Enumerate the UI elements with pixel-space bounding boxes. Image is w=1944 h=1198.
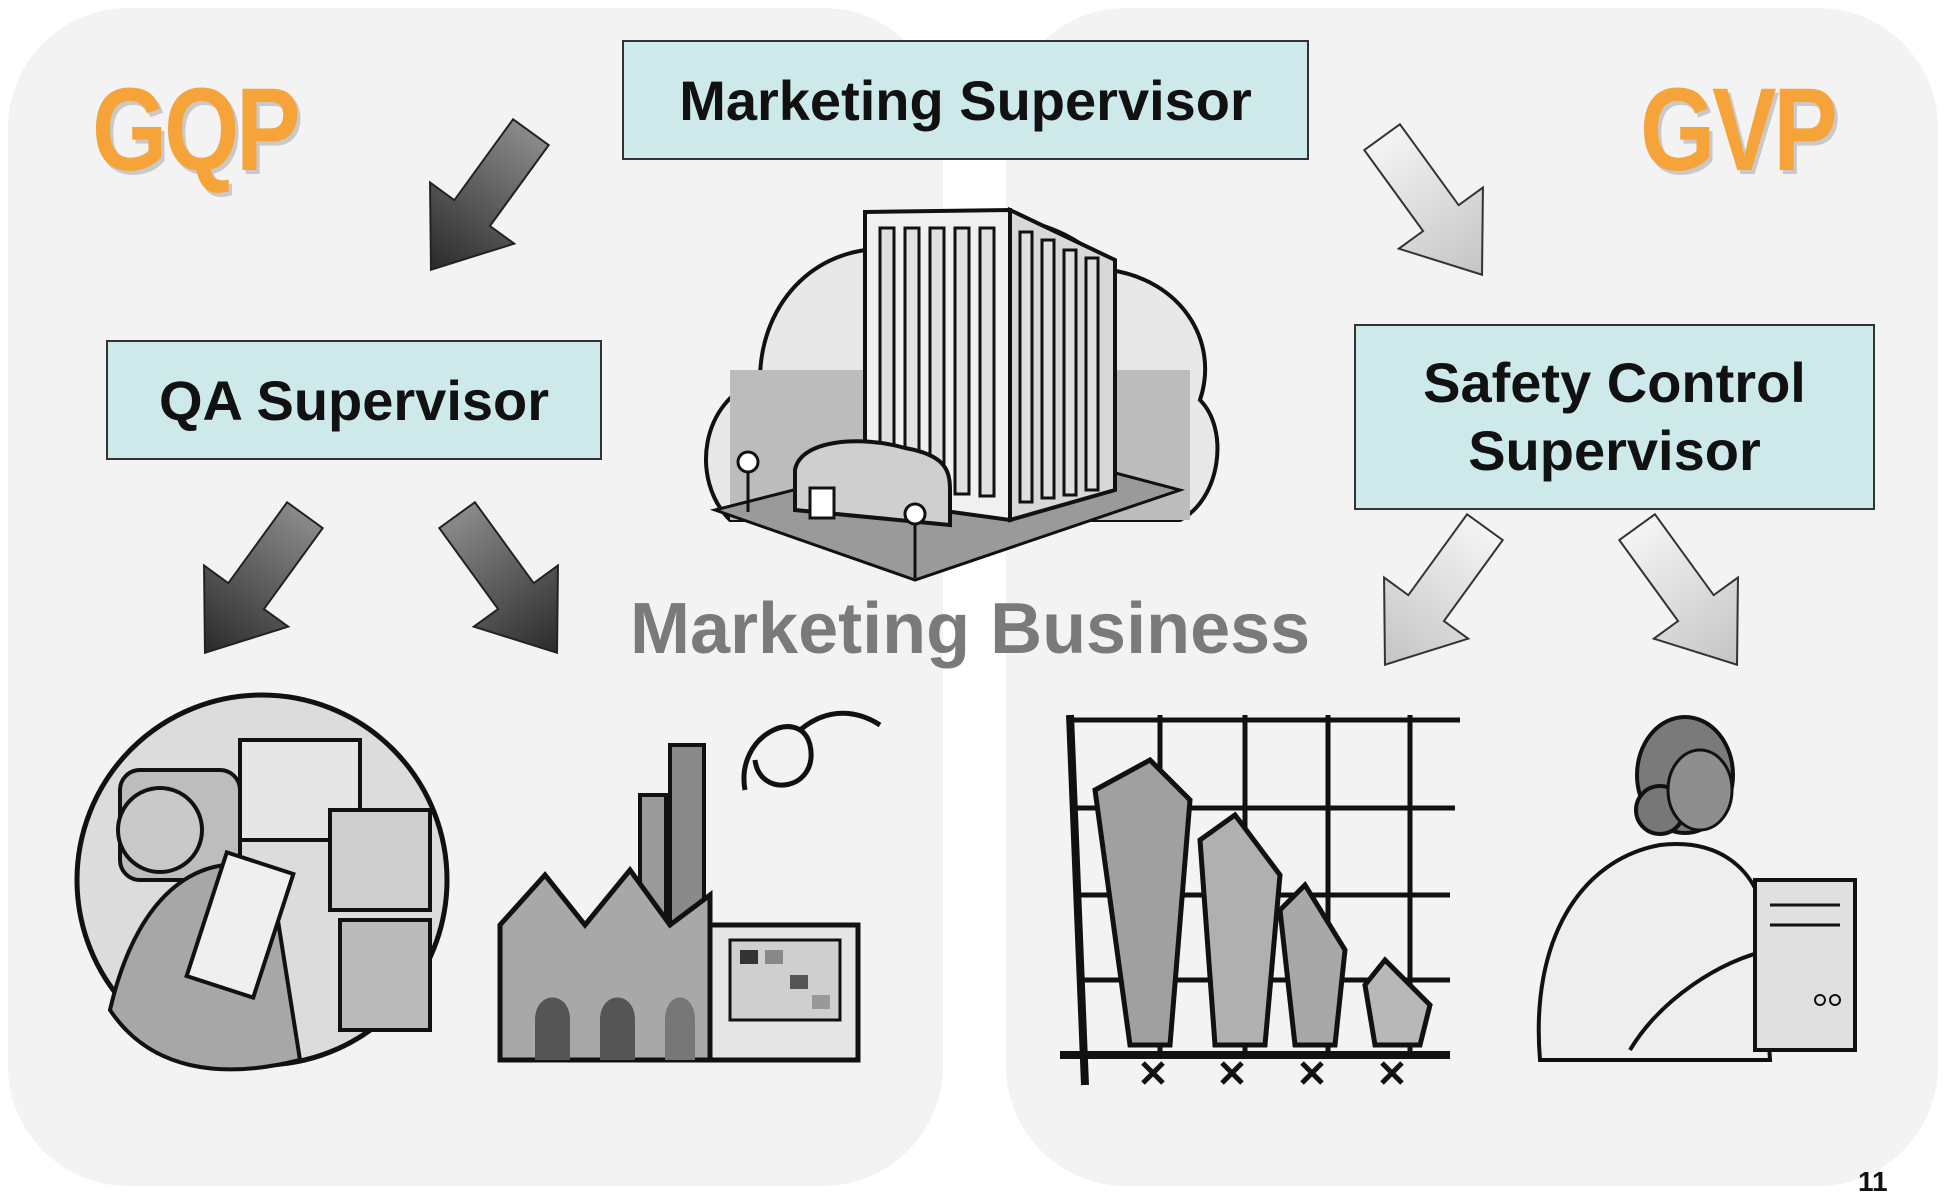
safety-control-label-line2: Supervisor [1468, 419, 1761, 482]
safety-control-label-line1: Safety Control [1423, 351, 1806, 414]
arrow-qa-to-factory [414, 483, 601, 685]
marketing-business-label: Marketing Business [630, 589, 1311, 669]
qa-supervisor-label: QA Supervisor [158, 368, 550, 432]
arrow-qa-to-worker [161, 483, 348, 685]
arrow-safety-to-chart [1341, 495, 1528, 697]
marketing-supervisor-box: Marketing Supervisor [622, 40, 1309, 160]
office-building-icon [704, 206, 1220, 582]
arrow-safety-to-woman [1594, 495, 1781, 697]
declining-buildings-chart-icon [1060, 714, 1460, 1086]
marketing-supervisor-label: Marketing Supervisor [679, 68, 1252, 132]
warehouse-worker-icon [74, 692, 450, 1072]
page-number: 11 [1858, 1166, 1888, 1197]
arrow-marketing-to-safety [1339, 105, 1526, 307]
factory-icon [497, 710, 882, 1063]
arrow-marketing-to-qa [387, 100, 574, 302]
gqp-logo: GQP [92, 64, 301, 196]
gvp-logo: GVP [1640, 64, 1838, 196]
woman-computer-icon [1536, 715, 1857, 1062]
qa-supervisor-box: QA Supervisor [106, 340, 602, 460]
safety-control-supervisor-box: Safety Control Supervisor [1354, 324, 1875, 510]
